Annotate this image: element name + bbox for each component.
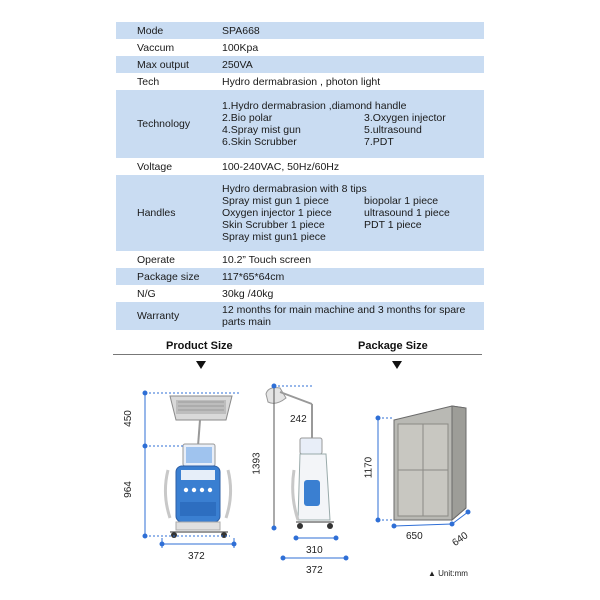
spec-row-mode: Mode SPA668 <box>116 22 484 39</box>
spec-row-tech: Tech Hydro dermabrasion , photon light <box>116 73 484 90</box>
handles-item: ultrasound 1 piece <box>364 207 450 219</box>
spec-value-block: 1.Hydro dermabrasion ,diamond handle 2.B… <box>218 90 484 158</box>
spec-label: Handles <box>116 175 218 251</box>
front-width-label: 372 <box>188 551 205 562</box>
side-arm-label: 242 <box>290 414 307 425</box>
technology-line: 1.Hydro dermabrasion ,diamond handle <box>222 100 407 112</box>
package-size-arrow-icon <box>392 361 402 369</box>
spec-label: Warranty <box>116 302 218 330</box>
package-size-title: Package Size <box>358 340 428 352</box>
spec-value: 250VA <box>218 56 484 73</box>
handles-line: Spray mist gun1 piece <box>222 231 326 243</box>
handles-item: Skin Scrubber 1 piece <box>222 219 325 231</box>
technology-item: 4.Spray mist gun <box>222 124 301 136</box>
spec-label: Vaccum <box>116 39 218 56</box>
technology-item: 6.Skin Scrubber <box>222 136 297 148</box>
spec-table: Mode SPA668 Vaccum 100Kpa Max output 250… <box>116 22 484 330</box>
handles-item: Oxygen injector 1 piece <box>222 207 332 219</box>
technology-item: 5.ultrasound <box>364 124 422 136</box>
section-divider <box>113 354 482 355</box>
technology-grid: 2.Bio polar 3.Oxygen injector 4.Spray mi… <box>222 112 484 148</box>
spec-label: Voltage <box>116 158 218 175</box>
technology-item: 3.Oxygen injector <box>364 112 446 124</box>
spec-row-handles: Handles Hydro dermabrasion with 8 tips S… <box>116 175 484 251</box>
package-crate <box>393 405 467 522</box>
unit-note: ▲ Unit:mm <box>428 569 468 578</box>
handles-item: Spray mist gun 1 piece <box>222 195 329 207</box>
side-dimension-lines <box>271 383 349 561</box>
spec-value: 100-240VAC, 50Hz/60Hz <box>218 158 484 175</box>
technology-item: 7.PDT <box>364 136 394 148</box>
spec-value: 10.2” Touch screen <box>218 251 484 268</box>
spec-value: 12 months for main machine and 3 months … <box>218 302 484 330</box>
spec-label: Operate <box>116 251 218 268</box>
front-dimension-lines <box>142 390 240 548</box>
spec-row-ng: N/G 30kg /40kg <box>116 285 484 302</box>
spec-row-operate: Operate 10.2” Touch screen <box>116 251 484 268</box>
spec-value: SPA668 <box>218 22 484 39</box>
side-base-label: 310 <box>306 545 323 556</box>
front-bottom-height-label: 964 <box>122 481 134 498</box>
handles-item: biopolar 1 piece <box>364 195 439 207</box>
spec-label: Tech <box>116 73 218 90</box>
spec-value: 100Kpa <box>218 39 484 56</box>
spec-row-technology: Technology 1.Hydro dermabrasion ,diamond… <box>116 90 484 158</box>
spec-row-warranty: Warranty 12 months for main machine and … <box>116 302 484 330</box>
package-width-label: 650 <box>406 531 423 542</box>
spec-value: 30kg /40kg <box>218 285 484 302</box>
spec-row-vaccum: Vaccum 100Kpa <box>116 39 484 56</box>
product-size-arrow-icon <box>196 361 206 369</box>
package-dimension-lines <box>375 415 471 529</box>
technology-item: 2.Bio polar <box>222 112 273 124</box>
package-height-label: 1170 <box>363 456 375 479</box>
side-view-machine <box>265 387 334 529</box>
product-size-title: Product Size <box>166 340 233 352</box>
spec-label: N/G <box>116 285 218 302</box>
spec-label: Mode <box>116 22 218 39</box>
spec-row-voltage: Voltage 100-240VAC, 50Hz/60Hz <box>116 158 484 175</box>
front-top-height-label: 450 <box>122 410 134 427</box>
spec-row-package-size: Package size 117*65*64cm <box>116 268 484 285</box>
spec-label: Package size <box>116 268 218 285</box>
side-width-label: 372 <box>306 565 323 576</box>
side-height-label: 1393 <box>251 452 263 475</box>
spec-value: 117*65*64cm <box>218 268 484 285</box>
spec-row-max-output: Max output 250VA <box>116 56 484 73</box>
front-view-machine <box>163 395 233 538</box>
spec-value-block: Hydro dermabrasion with 8 tips Spray mis… <box>218 175 484 251</box>
handles-grid: Spray mist gun 1 piece biopolar 1 piece … <box>222 195 484 231</box>
handles-line: Hydro dermabrasion with 8 tips <box>222 183 367 195</box>
handles-item: PDT 1 piece <box>364 219 422 231</box>
spec-label: Technology <box>116 90 218 158</box>
spec-label: Max output <box>116 56 218 73</box>
spec-value: Hydro dermabrasion , photon light <box>218 73 484 90</box>
